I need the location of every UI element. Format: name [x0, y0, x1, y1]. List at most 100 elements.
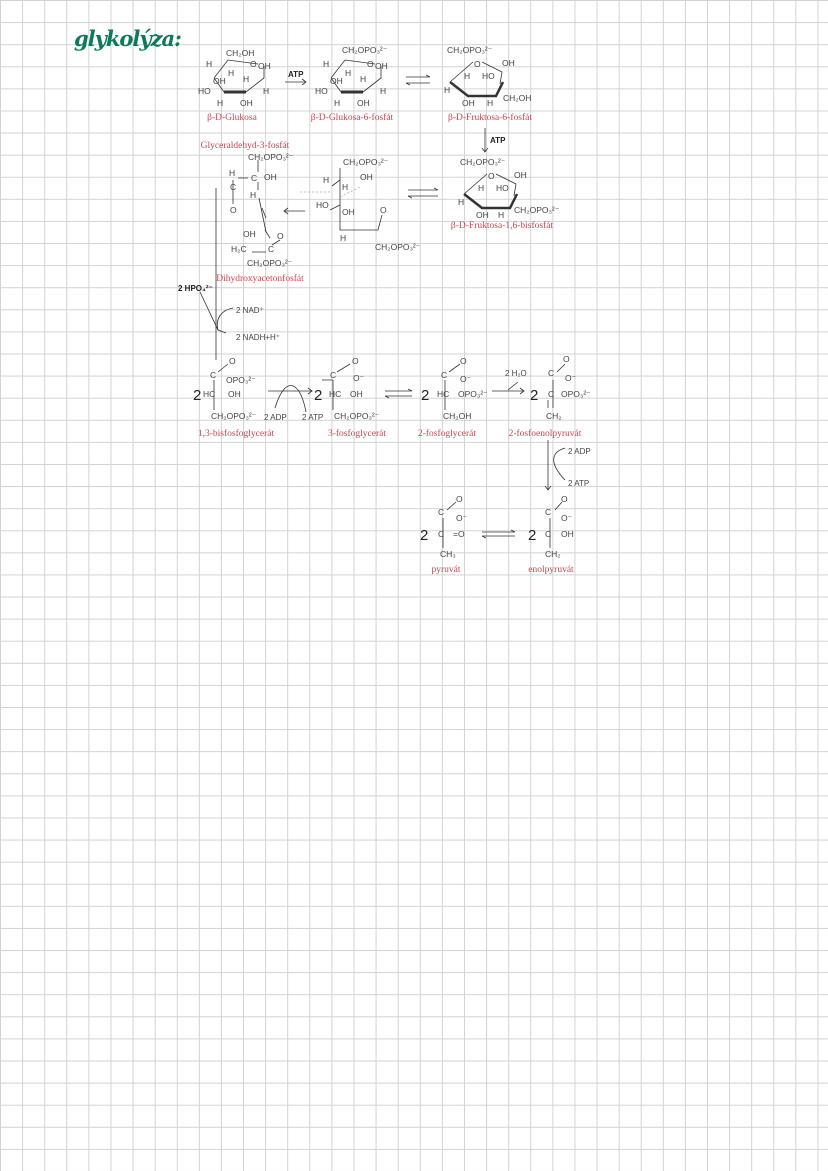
- atom-label: O: [460, 356, 467, 366]
- atom-label: HO: [496, 183, 509, 193]
- atom-label: C: [545, 507, 551, 517]
- atom-label: OH: [561, 529, 574, 539]
- atom-label: O: [367, 59, 374, 69]
- reagent-adp1: 2 ADP: [264, 413, 287, 422]
- atom-label: H: [206, 59, 212, 69]
- compound-name-enolpyruvate: enolpyruvát: [528, 565, 574, 575]
- atom-label: OH: [330, 76, 343, 86]
- atom-label: OPO₃²⁻: [458, 389, 488, 399]
- reagent-hpo4: 2 HPO₄²⁻: [178, 284, 213, 293]
- compound-name-bpg13: 1,3-bisfosfoglycerát: [198, 428, 275, 439]
- reagent-adp2: 2 ADP: [568, 447, 591, 456]
- reagent-atp2: ATP: [490, 136, 506, 145]
- atom-label: O: [229, 356, 236, 366]
- compound-name-glucose: β-D-Glukosa: [207, 113, 257, 123]
- atom-label: OH: [350, 389, 363, 399]
- atom-label: H: [345, 68, 351, 78]
- compound-name-gap: Glyceraldehyd-3-fosfát: [201, 140, 290, 151]
- atom-label: OH: [357, 98, 370, 108]
- atom-label: O: [488, 171, 495, 181]
- atom-label: CH₂OPO₃²⁻: [375, 242, 421, 252]
- atom-label: C: [548, 368, 554, 378]
- atom-label: H: [243, 74, 249, 84]
- atom-label: O: [456, 494, 463, 504]
- reagent-atp1: ATP: [288, 70, 304, 79]
- atom-label: C: [268, 244, 274, 254]
- atom-label: HO: [315, 86, 328, 96]
- atom-label: CH₂: [545, 549, 561, 559]
- atom-label: H: [263, 86, 269, 96]
- reagent-atp4: 2 ATP: [568, 479, 589, 488]
- atom-label: C: [438, 507, 444, 517]
- atom-label: O: [352, 356, 359, 366]
- atom-label: OH: [502, 58, 515, 68]
- atom-label: H: [487, 98, 493, 108]
- atom-label: CH₂OPO₃²⁻: [514, 205, 560, 215]
- atom-label: OH: [213, 76, 226, 86]
- compound-name-g6p: β-D-Glukosa-6-fosfát: [311, 112, 394, 123]
- atom-label: O: [380, 205, 387, 215]
- atom-label: C: [438, 529, 444, 539]
- compound-name-pep: 2-fosfoenolpyruvát: [509, 428, 582, 439]
- atom-label: CH₂: [546, 411, 562, 421]
- compound-name-f16bp: β-D-Fruktosa-1,6-bisfosfát: [451, 220, 554, 231]
- atom-label: C: [230, 182, 236, 192]
- atom-label: CH₂OPO₃²⁻: [460, 157, 506, 167]
- atom-label: O: [563, 354, 570, 364]
- atom-label: CH₂OPO₃²⁻: [211, 411, 257, 421]
- atom-label: H: [323, 59, 329, 69]
- atom-label: 2: [193, 387, 201, 404]
- atom-label: O: [250, 59, 257, 69]
- atom-label: H: [217, 98, 223, 108]
- atom-label: CH₂OH: [503, 93, 531, 103]
- atom-label: C: [545, 529, 551, 539]
- atom-label: OH: [360, 172, 373, 182]
- atom-label: CH₂OH: [443, 411, 471, 421]
- atom-label: H: [334, 98, 340, 108]
- page-title: glykolýza:: [74, 26, 182, 51]
- compound-name-f6p: β-D-Fruktosa-6-fosfát: [448, 112, 532, 123]
- atom-label: HO: [482, 71, 495, 81]
- atom-label: CH₂OH: [226, 48, 254, 58]
- atom-label: OH: [342, 207, 355, 217]
- atom-label: CH₂OPO₃²⁻: [334, 411, 380, 421]
- atom-label: CH₂OPO₃²⁻: [447, 45, 493, 55]
- atom-label: OH: [258, 61, 271, 71]
- atom-label: 2: [314, 387, 322, 404]
- atom-label: O⁻: [561, 513, 573, 523]
- atom-label: HC: [203, 389, 215, 399]
- atom-label: HC: [437, 389, 449, 399]
- reagent-atp3: 2 ATP: [302, 413, 323, 422]
- atom-label: C: [548, 389, 554, 399]
- atom-label: H: [498, 210, 504, 220]
- atom-label: CH₂OPO₃²⁻: [343, 157, 389, 167]
- atom-label: 2: [420, 527, 428, 544]
- atom-label: O: [474, 59, 481, 69]
- atom-label: H: [342, 182, 348, 192]
- atom-label: O⁻: [456, 513, 468, 523]
- atom-label: OH: [243, 229, 256, 239]
- atom-label: 2: [528, 527, 536, 544]
- atom-label: OPO₃²⁻: [561, 389, 591, 399]
- atom-label: OH: [462, 98, 475, 108]
- compound-name-dhap: Dihydroxyacetonfosfát: [216, 273, 304, 284]
- atom-label: OPO₃²⁻: [226, 375, 256, 385]
- atom-label: HO: [316, 200, 329, 210]
- atom-label: CH₂OPO₃²⁻: [247, 258, 293, 268]
- atom-label: OH: [264, 172, 277, 182]
- atom-label: H: [340, 233, 346, 243]
- atom-label: H: [458, 197, 464, 207]
- atom-label: H₂C: [231, 244, 247, 254]
- atom-label: H: [228, 68, 234, 78]
- reagent-nadh: 2 NADH+H⁺: [236, 333, 280, 342]
- atom-label: C: [251, 173, 257, 183]
- atom-label: H: [478, 183, 484, 193]
- atom-label: OH: [228, 389, 241, 399]
- bond-lines: [199, 59, 566, 548]
- atom-label: H: [380, 86, 386, 96]
- atom-label: OH: [514, 170, 527, 180]
- atom-label: C: [210, 370, 216, 380]
- atom-label: O: [230, 205, 237, 215]
- atom-label: C: [330, 370, 336, 380]
